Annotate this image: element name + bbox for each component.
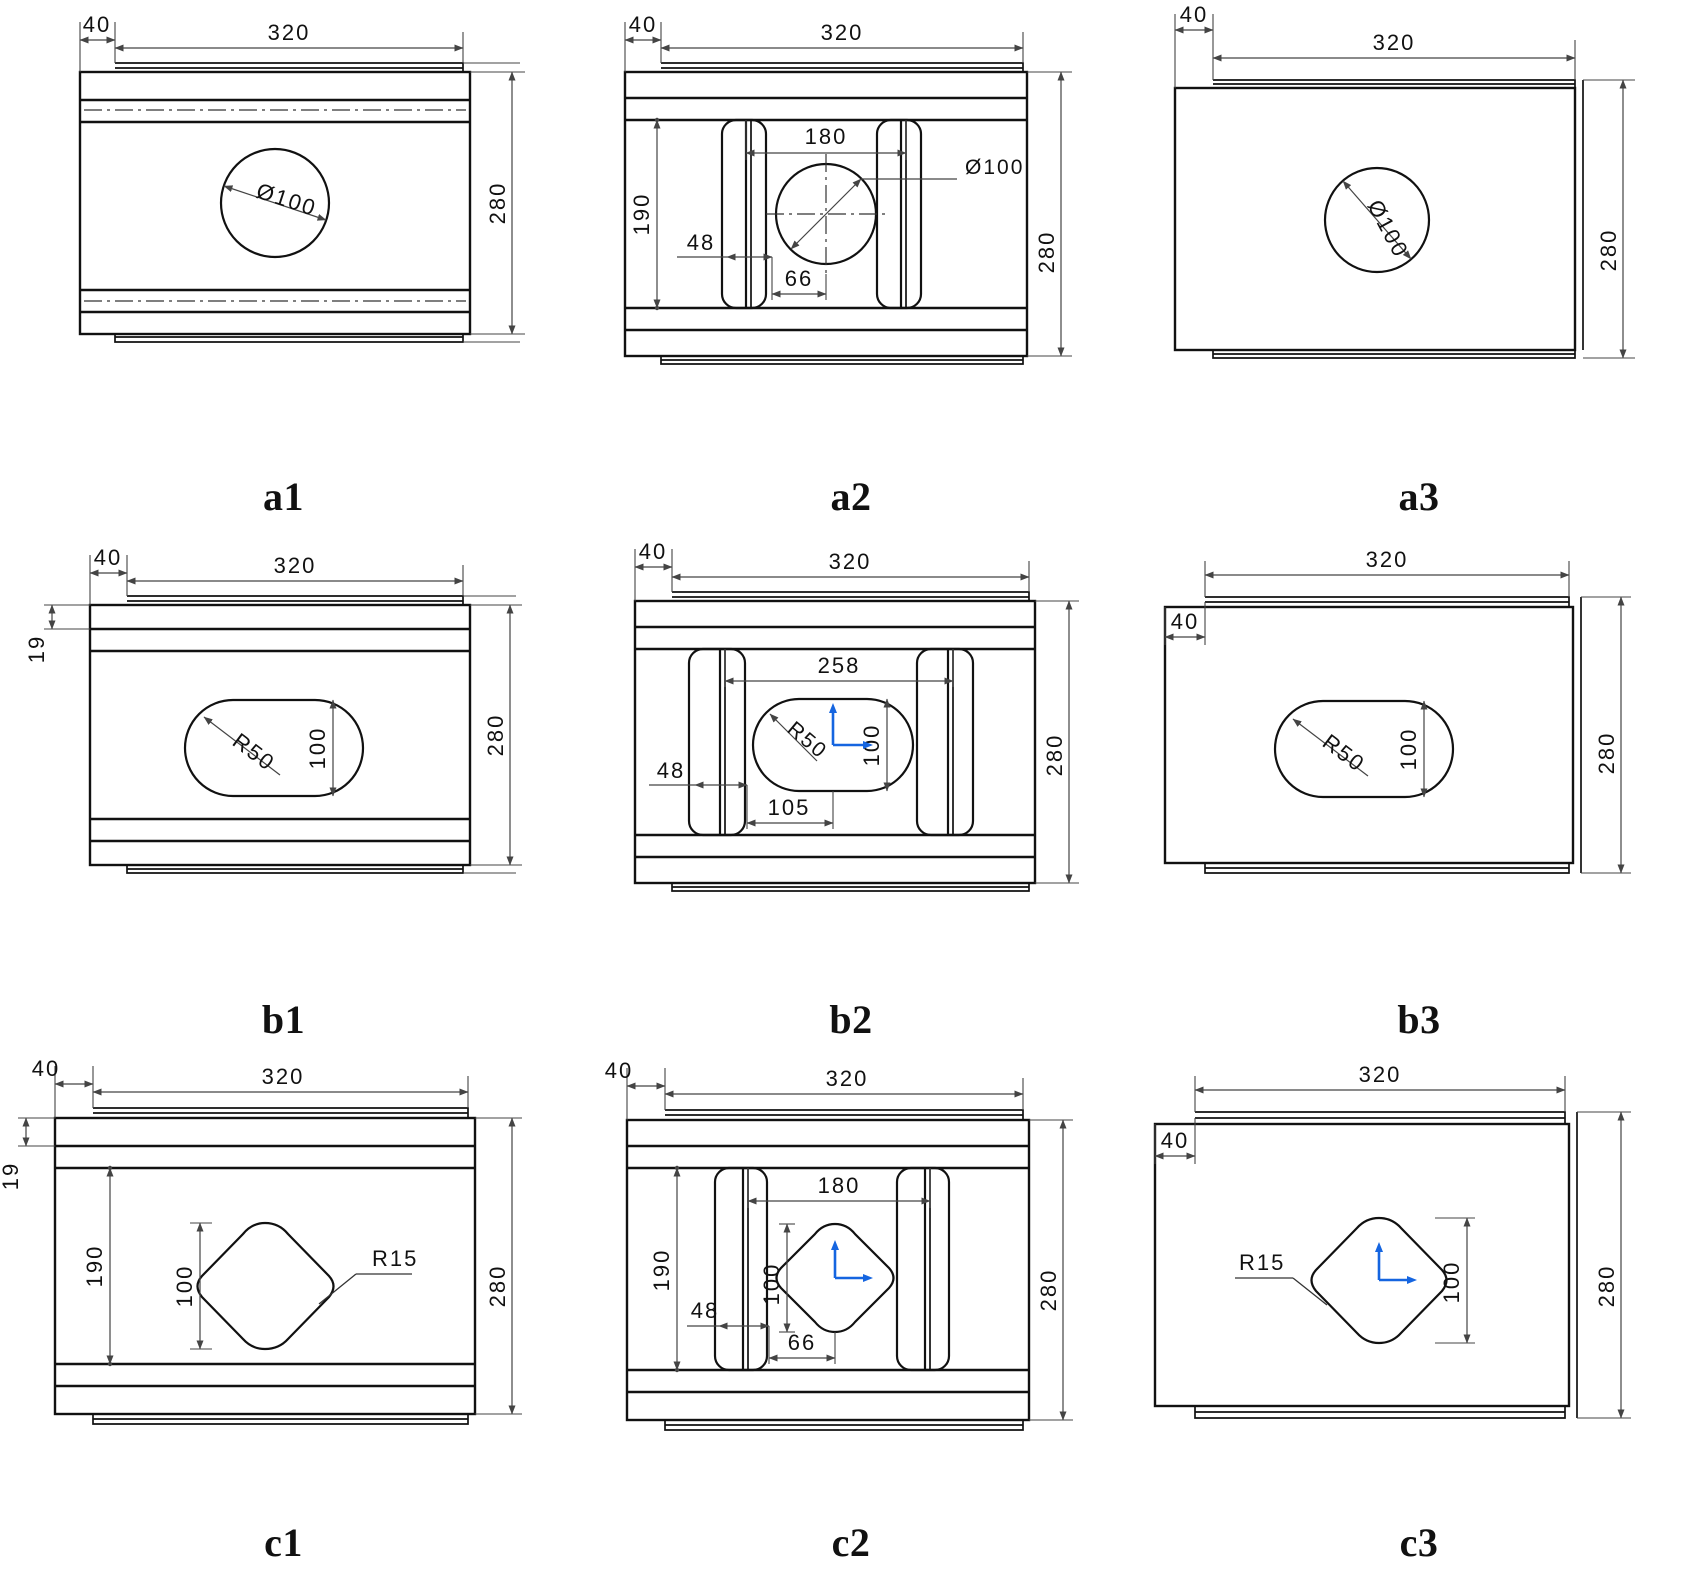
dim-b2-width320: 320 (829, 549, 872, 574)
dim-a3-width320: 320 (1373, 30, 1416, 55)
dim-b3-radius: R50 (1318, 729, 1370, 777)
panel-caption-b2: b2 (829, 997, 873, 1042)
panel-a1-drawing: Ø100 40 320 280 (78, 12, 525, 343)
dim-c1-flange19: 19 (0, 1162, 23, 1190)
panel-caption-b1: b1 (261, 997, 306, 1042)
dim-c3-height100: 100 (1439, 1261, 1464, 1304)
dim-c2-slot48: 48 (691, 1298, 719, 1323)
dim-b2-slot48: 48 (657, 758, 685, 783)
dim-b1-flange19: 19 (24, 635, 49, 663)
panel-caption-c1: c1 (264, 1520, 303, 1565)
panel-caption-b3: b3 (1397, 997, 1441, 1042)
panel-b2-drawing: R50 100 40 320 (633, 539, 1079, 892)
dim-a2-slot48: 48 (687, 230, 715, 255)
dim-a3-height280: 280 (1596, 229, 1621, 272)
dim-c2-height280: 280 (1036, 1269, 1061, 1312)
dim-c1-height100: 100 (172, 1265, 197, 1308)
dim-a1-offset40: 40 (83, 12, 111, 37)
panel-caption-a1: a1 (263, 474, 304, 519)
dim-c1-inner190: 190 (82, 1245, 107, 1288)
dim-c2-origin66: 66 (788, 1330, 816, 1355)
dim-b3-offset40: 40 (1171, 609, 1199, 634)
dim-a2-height280: 280 (1034, 231, 1059, 274)
panel-a1: Ø100 40 320 280 a1 (0, 0, 567, 523)
dim-c2-height100: 100 (759, 1263, 784, 1306)
origin-axes-icon (1375, 1242, 1417, 1284)
dim-c2-width320: 320 (826, 1066, 869, 1091)
panel-b3: R50 100 320 40 280 b3 (1135, 523, 1703, 1046)
dim-b2-span258: 258 (818, 653, 861, 678)
origin-axes-icon (831, 1240, 873, 1282)
dim-a1-width320: 320 (268, 20, 311, 45)
dim-b3-width320: 320 (1366, 547, 1409, 572)
panel-caption-a3: a3 (1398, 474, 1440, 519)
dim-a3-offset40: 40 (1180, 2, 1208, 27)
dim-c3-radius: R15 (1239, 1250, 1285, 1275)
panel-c3-drawing: R15 100 320 (1153, 1062, 1631, 1419)
panel-a2: Ø100 40 320 280 190 (567, 0, 1135, 523)
dim-a2-diameter: Ø100 (965, 156, 1024, 179)
panel-b1: R50 100 40 320 19 (0, 523, 567, 1046)
panel-c1: R15 100 190 19 40 (0, 1046, 567, 1569)
panel-caption-c3: c3 (1399, 1520, 1439, 1565)
dim-c2-span180: 180 (818, 1173, 861, 1198)
dim-b1-width320: 320 (274, 553, 317, 578)
dim-b2-height280: 280 (1042, 734, 1067, 777)
dim-a1-height280: 280 (485, 182, 510, 225)
panel-c2: 100 190 180 48 66 (567, 1046, 1135, 1569)
dim-c2-inner190: 190 (649, 1249, 674, 1292)
panel-c1-drawing: R15 100 190 19 40 (0, 1056, 522, 1425)
dim-c3-width320: 320 (1359, 1062, 1402, 1087)
panel-c2-drawing: 100 190 180 48 66 (605, 1058, 1073, 1431)
panel-a2-drawing: Ø100 40 320 280 190 (623, 12, 1072, 365)
panel-b3-drawing: R50 100 320 40 280 (1163, 547, 1631, 874)
dim-c3-height280: 280 (1594, 1265, 1619, 1308)
dim-b2-origin105: 105 (768, 795, 811, 820)
panel-caption-c2: c2 (831, 1520, 871, 1565)
dim-b2-offset40: 40 (639, 539, 667, 564)
panel-a3-drawing: Ø100 40 320 280 (1173, 2, 1635, 359)
dim-c1-height280: 280 (485, 1265, 510, 1308)
dim-c2-offset40: 40 (605, 1058, 633, 1083)
dim-b1-height280: 280 (483, 714, 508, 757)
origin-axes-icon (829, 703, 873, 749)
dim-a2-offset40: 40 (629, 12, 657, 37)
panel-caption-a2: a2 (830, 474, 872, 519)
dim-c1-radius: R15 (372, 1246, 418, 1271)
dim-b3-height280: 280 (1594, 732, 1619, 775)
dim-a2-width320: 320 (821, 20, 864, 45)
dim-b3-slotheight: 100 (1396, 728, 1421, 771)
panel-a3: Ø100 40 320 280 a3 (1135, 0, 1703, 523)
dim-b1-offset40: 40 (94, 545, 122, 570)
dim-a2-span180: 180 (805, 124, 848, 149)
dim-c1-offset40: 40 (32, 1056, 60, 1081)
panel-b1-drawing: R50 100 40 320 19 (24, 545, 522, 874)
dim-c1-width320: 320 (262, 1064, 305, 1089)
panel-c3: R15 100 320 (1135, 1046, 1703, 1569)
dim-b2-radius: R50 (783, 717, 832, 763)
panel-b2: R50 100 40 320 (567, 523, 1135, 1046)
dim-c3-offset40: 40 (1161, 1128, 1189, 1153)
dim-a3-diameter: Ø100 (1363, 196, 1414, 262)
dim-b1-slotheight: 100 (305, 727, 330, 770)
dim-a1-diameter: Ø100 (253, 178, 320, 221)
dim-a2-inner190: 190 (629, 193, 654, 236)
dim-a2-hole66: 66 (785, 266, 813, 291)
